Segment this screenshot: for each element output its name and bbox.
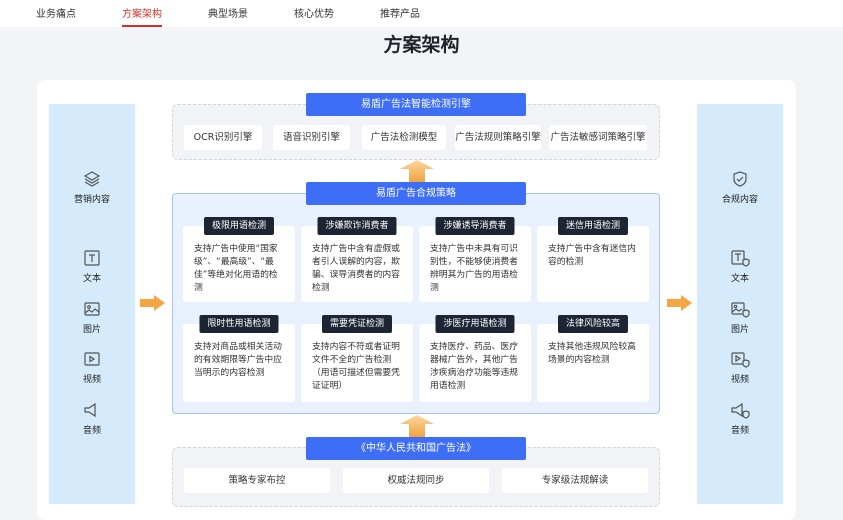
strategy-card-text: 支持医疗、药品、医疗器械广告外，其他广告涉疾病治疗功能等违规用语检测 — [430, 342, 518, 391]
law-label: 《中华人民共和国广告法》 — [306, 437, 526, 460]
image-icon — [84, 302, 100, 316]
right-item-video: 视频 — [697, 350, 783, 385]
nav-item-architecture[interactable]: 方案架构 — [122, 5, 162, 27]
audio-icon — [84, 402, 96, 418]
right-item-image: 图片 — [697, 300, 783, 335]
strategy-label: 易盾广告合规策略 — [306, 182, 526, 205]
engine-item: 广告法敏感词策略引擎 — [549, 125, 647, 150]
shield-check-icon — [733, 171, 747, 187]
engine-label: 易盾广告法智能检测引擎 — [306, 93, 526, 116]
arrow-up-icon — [400, 160, 434, 182]
strategy-card-tag: 涉嫌欺诈消费者 — [317, 217, 397, 235]
left-item-audio: 音频 — [49, 401, 135, 436]
strategy-card: 支持广告中使用“国家级”、“最高级”、“最佳”等绝对化用语的检测 — [183, 226, 295, 302]
text-check-icon — [731, 250, 750, 267]
top-nav: 业务痛点 方案架构 典型场景 核心优势 推荐产品 — [0, 0, 843, 27]
left-panel: 营销内容 文本 图片 视频 音频 — [49, 104, 135, 504]
strategy-card-text: 支持广告中未具有可识别性，不能够使消费者辨明其为广告的用语检测 — [430, 244, 518, 293]
strategy-card-tag: 需要凭证检测 — [321, 315, 393, 333]
strategy-card: 支持其他违规风险较高场景的内容检测 — [537, 324, 649, 402]
arrow-right-icon — [140, 295, 165, 311]
strategy-card: 支持广告中含有迷信内容的检测 — [537, 226, 649, 302]
strategy-card-text: 支持广告中使用“国家级”、“最高级”、“最佳”等绝对化用语的检测 — [194, 244, 278, 293]
video-check-icon — [731, 352, 750, 368]
law-item: 专家级法规解读 — [502, 468, 648, 493]
strategy-card-tag: 涉嫌诱导消费者 — [435, 217, 515, 235]
strategy-card-text: 支持内容不符或者证明文件不全的广告检测（用语可描述但需要凭证证明） — [312, 342, 400, 391]
strategy-card: 支持广告中含有虚假或者引人误解的内容，欺骗、误导消费者的内容检测 — [301, 226, 413, 302]
right-item-text: 文本 — [697, 249, 783, 284]
audio-check-icon — [731, 402, 750, 419]
video-icon — [84, 352, 100, 366]
arrow-right-icon — [667, 295, 692, 311]
page-title: 方案架构 — [383, 34, 460, 56]
engine-item: 广告法检测模型 — [362, 125, 446, 150]
left-item-video: 视频 — [49, 350, 135, 385]
strategy-card-tag: 限时性用语检测 — [199, 315, 279, 333]
law-item: 策略专家布控 — [184, 468, 330, 493]
engine-item: OCR识别引擎 — [184, 125, 262, 150]
strategy-card-tag: 迷信用语检测 — [557, 217, 629, 235]
text-icon — [84, 250, 100, 266]
nav-item-products[interactable]: 推荐产品 — [380, 9, 420, 20]
strategy-card-text: 支持广告中含有迷信内容的检测 — [548, 244, 636, 267]
image-check-icon — [731, 302, 750, 318]
nav-item-advantages[interactable]: 核心优势 — [294, 9, 334, 20]
marketing-content: 营销内容 — [49, 170, 135, 205]
left-item-text: 文本 — [49, 249, 135, 284]
engine-item: 语音识别引擎 — [273, 125, 350, 150]
strategy-card-text: 支持对商品或相关活动的有效期限等广告中应当明示的内容检测 — [194, 342, 282, 378]
strategy-card-text: 支持广告中含有虚假或者引人误解的内容，欺骗、误导消费者的内容检测 — [312, 244, 400, 293]
strategy-card: 支持广告中未具有可识别性，不能够使消费者辨明其为广告的用语检测 — [419, 226, 531, 302]
strategy-card-tag: 涉医疗用语检测 — [435, 315, 515, 333]
nav-item-scenarios[interactable]: 典型场景 — [208, 9, 248, 20]
strategy-card: 支持对商品或相关活动的有效期限等广告中应当明示的内容检测 — [183, 324, 295, 402]
right-panel: 合规内容 文本 图片 视频 音频 — [697, 104, 783, 504]
nav-item-pain-points[interactable]: 业务痛点 — [36, 9, 76, 20]
strategy-card: 支持医疗、药品、医疗器械广告外，其他广告涉疾病治疗功能等违规用语检测 — [419, 324, 531, 402]
left-item-image: 图片 — [49, 300, 135, 335]
law-item: 权威法规同步 — [343, 468, 489, 493]
strategy-card: 支持内容不符或者证明文件不全的广告检测（用语可描述但需要凭证证明） — [301, 324, 413, 402]
strategy-card-tag: 法律风险较高 — [557, 315, 629, 333]
compliant-content: 合规内容 — [697, 170, 783, 205]
right-item-audio: 音频 — [697, 401, 783, 436]
arrow-up-icon — [400, 415, 434, 437]
engine-item: 广告法规则策略引擎 — [455, 125, 541, 150]
strategy-card-tag: 极限用语检测 — [203, 217, 275, 235]
layers-icon — [83, 171, 101, 187]
strategy-card-text: 支持其他违规风险较高场景的内容检测 — [548, 342, 636, 365]
